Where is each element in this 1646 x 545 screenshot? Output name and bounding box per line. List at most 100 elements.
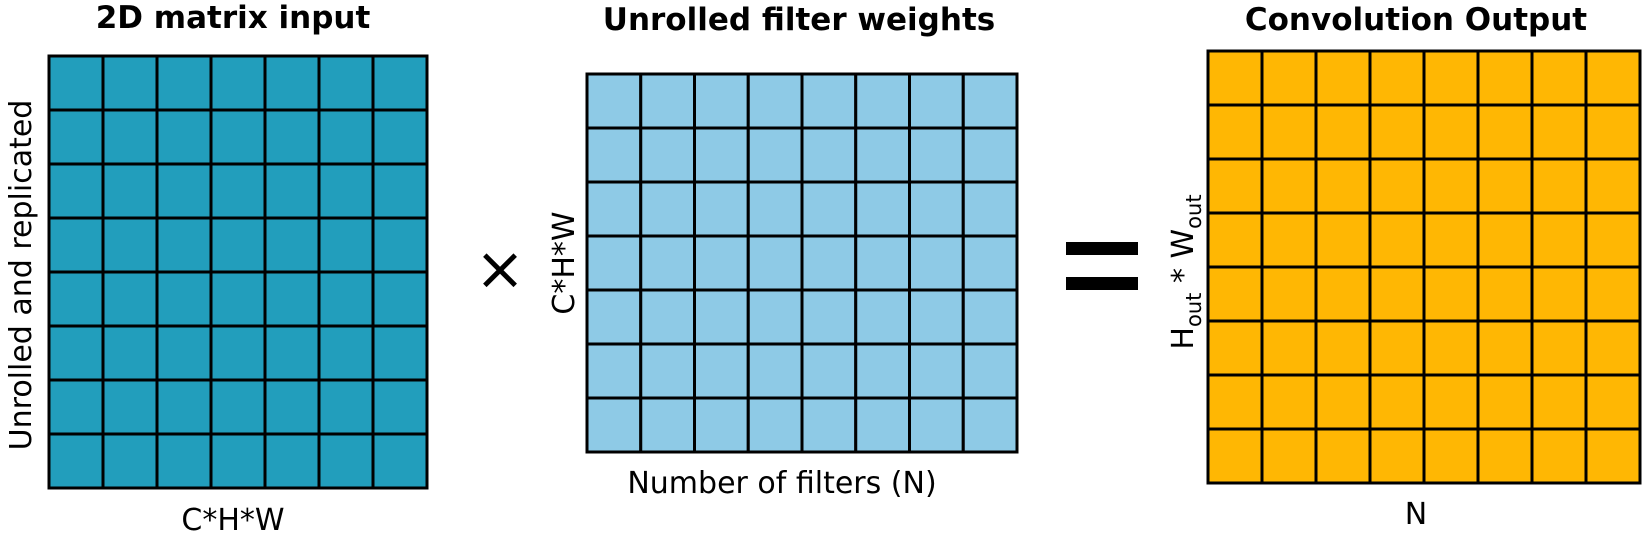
- input-matrix-cell: [101, 108, 159, 166]
- filters-matrix-cell: [908, 396, 965, 454]
- filters-matrix-cell: [961, 126, 1019, 184]
- filters-matrix-cell: [693, 180, 750, 238]
- output-matrix-cell: [1530, 211, 1588, 269]
- output-matrix-cell: [1584, 265, 1642, 323]
- output-matrix-cell: [1206, 103, 1264, 161]
- input-matrix-cell: [155, 216, 213, 274]
- output-matrix-cell: [1422, 373, 1480, 431]
- output-matrix-cell: [1584, 319, 1642, 377]
- output-matrix-cell: [1368, 373, 1426, 431]
- filters-matrix-cell: [800, 396, 858, 454]
- filter-matrix-grid: [585, 72, 1019, 454]
- output-matrix-cell: [1260, 265, 1318, 323]
- output-matrix-cell: [1422, 103, 1480, 161]
- filters-matrix-cell: [908, 72, 965, 130]
- input-matrix-cell: [209, 432, 267, 490]
- filters-matrix-cell: [585, 72, 643, 130]
- output-matrix-cell: [1584, 103, 1642, 161]
- filters-matrix-cell: [746, 396, 804, 454]
- filters-matrix-cell: [639, 72, 696, 130]
- output-matrix-cell: [1368, 49, 1426, 107]
- input-matrix-cell: [155, 270, 213, 328]
- input-matrix-grid: [47, 54, 429, 490]
- input-matrix-cell: [317, 432, 375, 490]
- output-matrix-cell: [1368, 103, 1426, 161]
- output-matrix-cell: [1422, 49, 1480, 107]
- output-matrix-cell: [1260, 427, 1318, 485]
- output-matrix-cell: [1314, 49, 1372, 107]
- input-matrix-cell: [317, 216, 375, 274]
- output-matrix-cell: [1314, 427, 1372, 485]
- filters-matrix-cell: [585, 396, 643, 454]
- input-matrix-cell: [317, 108, 375, 166]
- filters-matrix-cell: [693, 72, 750, 130]
- output-matrix-cell: [1368, 157, 1426, 215]
- output-matrix-cell: [1260, 319, 1318, 377]
- output-matrix-cell: [1476, 265, 1534, 323]
- input-matrix-cell: [209, 54, 267, 112]
- output-matrix-cell: [1530, 265, 1588, 323]
- output-matrix-cell: [1206, 319, 1264, 377]
- output-matrix-cell: [1368, 265, 1426, 323]
- filters-matrix-cell: [800, 342, 858, 400]
- output-matrix-cell: [1206, 157, 1264, 215]
- filters-matrix-cell: [639, 126, 696, 184]
- filters-matrix-cell: [800, 126, 858, 184]
- output-matrix-cell: [1260, 157, 1318, 215]
- output-matrix-ylabel: Hout * Wout: [1166, 194, 1206, 349]
- input-matrix-cell: [263, 216, 321, 274]
- input-matrix-cell: [209, 270, 267, 328]
- input-matrix-cell: [47, 270, 105, 328]
- filters-matrix-cell: [800, 72, 858, 130]
- input-matrix-cell: [317, 378, 375, 436]
- output-matrix-cell: [1368, 211, 1426, 269]
- output-matrix-cell: [1206, 427, 1264, 485]
- input-matrix-cell: [371, 432, 429, 490]
- output-matrix-cell: [1206, 49, 1264, 107]
- input-matrix-cell: [47, 432, 105, 490]
- output-matrix-cell: [1206, 211, 1264, 269]
- input-matrix-cell: [317, 54, 375, 112]
- input-matrix-cell: [371, 216, 429, 274]
- input-matrix-cell: [155, 378, 213, 436]
- filters-matrix-cell: [854, 396, 911, 454]
- filters-matrix-cell: [746, 342, 804, 400]
- filters-matrix-cell: [693, 396, 750, 454]
- filters-matrix-cell: [854, 180, 911, 238]
- input-matrix-cell: [209, 162, 267, 220]
- filters-matrix-cell: [585, 234, 643, 292]
- input-matrix-cell: [317, 270, 375, 328]
- input-matrix-cell: [263, 162, 321, 220]
- output-matrix-cell: [1422, 211, 1480, 269]
- filters-matrix-cell: [746, 180, 804, 238]
- filters-matrix-cell: [746, 288, 804, 346]
- input-matrix-cell: [209, 378, 267, 436]
- input-matrix-cell: [101, 378, 159, 436]
- output-matrix-cell: [1368, 427, 1426, 485]
- input-matrix-cell: [155, 54, 213, 112]
- filters-matrix-cell: [961, 288, 1019, 346]
- output-matrix-xlabel: N: [1405, 497, 1427, 532]
- output-matrix-cell: [1422, 265, 1480, 323]
- input-matrix-cell: [101, 162, 159, 220]
- input-matrix-cell: [47, 216, 105, 274]
- input-matrix-cell: [155, 324, 213, 382]
- filters-matrix-cell: [693, 342, 750, 400]
- filters-matrix-cell: [585, 288, 643, 346]
- input-matrix-cell: [101, 54, 159, 112]
- output-matrix-cell: [1476, 157, 1534, 215]
- output-matrix-cell: [1314, 373, 1372, 431]
- input-matrix-cell: [209, 216, 267, 274]
- filters-matrix-cell: [908, 342, 965, 400]
- input-matrix-ylabel: Unrolled and replicated: [4, 100, 39, 451]
- output-matrix-cell: [1584, 157, 1642, 215]
- filters-matrix-cell: [693, 288, 750, 346]
- filters-matrix-cell: [746, 234, 804, 292]
- output-matrix-cell: [1314, 211, 1372, 269]
- output-matrix-cell: [1530, 373, 1588, 431]
- filters-matrix-cell: [800, 180, 858, 238]
- input-matrix-cell: [101, 270, 159, 328]
- input-matrix-cell: [317, 324, 375, 382]
- output-matrix-cell: [1530, 157, 1588, 215]
